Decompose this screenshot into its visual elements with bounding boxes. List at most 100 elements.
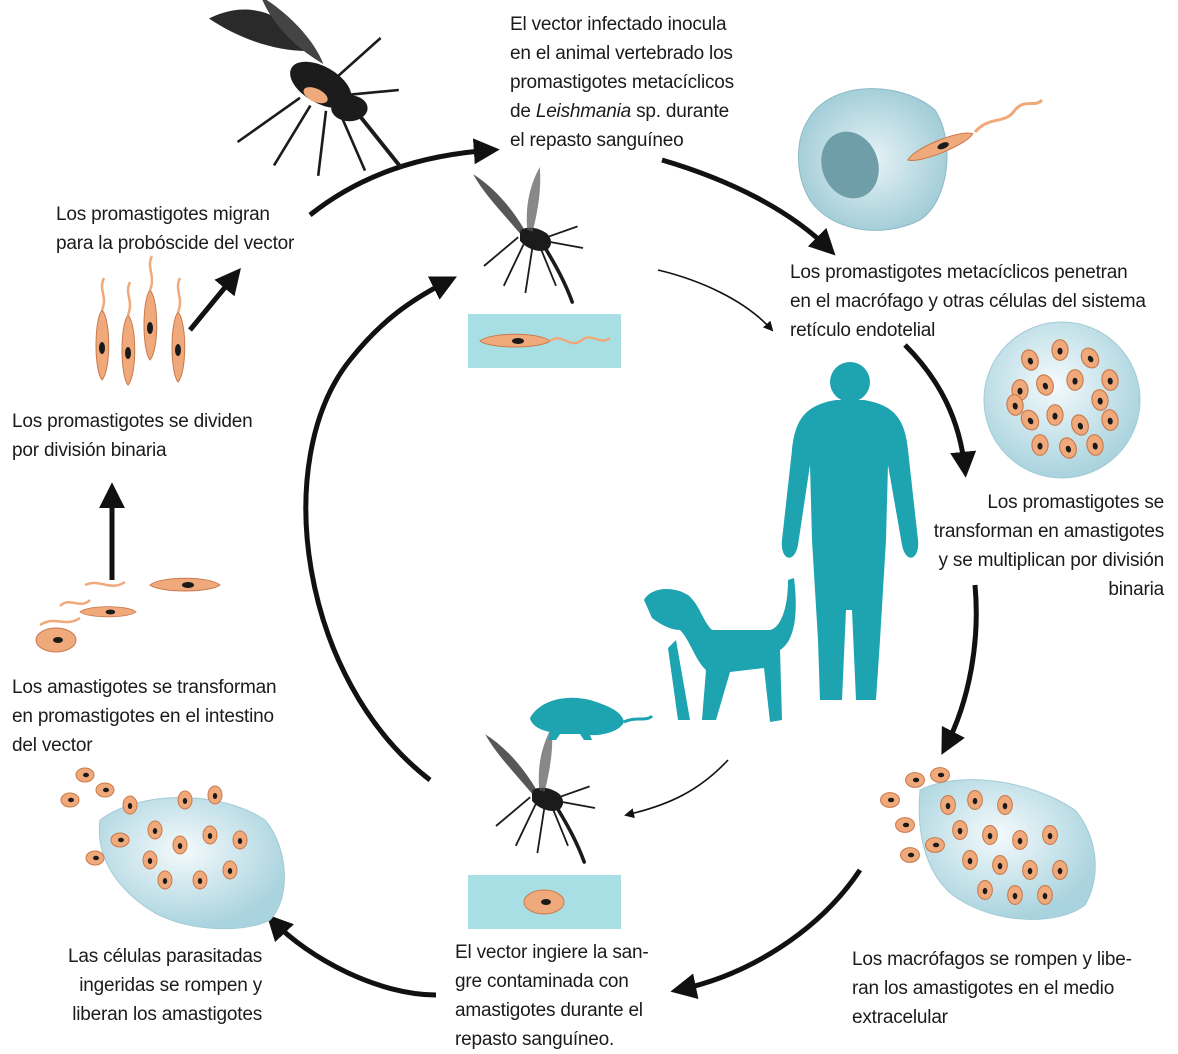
amastigote-mark	[172, 835, 188, 855]
arrow-to-cells-rupture	[266, 914, 437, 998]
caption-line: amastigotes durante el	[455, 1000, 643, 1021]
caption-line: retículo endotelial	[790, 320, 936, 341]
dividing-promastigotes-illustration	[95, 255, 186, 386]
caption-line: binaria	[1108, 579, 1164, 600]
amastigote-mark	[997, 795, 1013, 815]
caption-macrophages-rupture: Los macrófagos se rompen y libe- ran los…	[852, 945, 1132, 1032]
amastigote-mark	[962, 850, 978, 870]
caption-amastigotes-transform: Los amastigotes se transforman en promas…	[12, 673, 277, 760]
arrow-to-migration	[188, 267, 241, 332]
arrow-inner-cycle	[303, 276, 457, 782]
human-silhouette	[781, 362, 919, 700]
caption-transform-amastigotes: Los promastigotes se transforman en amas…	[933, 488, 1165, 604]
caption-fragment: sp. durante	[631, 101, 729, 122]
amastigote-mark	[95, 782, 115, 798]
amastigote-mark	[177, 790, 193, 810]
caption-penetrate-macrophage: Los promastigotes metacíclicos penetran …	[790, 258, 1146, 345]
caption-line: extracelular	[852, 1007, 948, 1028]
rodent-silhouette	[530, 697, 654, 740]
arrow-to-rupture	[941, 584, 979, 755]
caption-line: en el macrófago y otras células del sist…	[790, 291, 1146, 312]
rupturing-macrophage-illustration	[880, 767, 1096, 920]
amastigote-mark	[895, 817, 915, 833]
amastigote-mark	[952, 820, 968, 840]
caption-line: Los promastigotes migran	[56, 204, 270, 225]
amastigote-mark	[940, 795, 956, 815]
caption-line: Los promastigotes se	[987, 492, 1164, 513]
amastigote-mark	[905, 772, 925, 788]
caption-vector-ingests: El vector ingiere la san- gre contaminad…	[455, 938, 649, 1054]
amastigote-mark	[222, 860, 238, 880]
caption-line: y se multiplican por división	[938, 550, 1165, 571]
caption-genus-italic: Leishmania	[535, 101, 631, 122]
dog-silhouette	[644, 578, 796, 722]
amastigote-mark	[1052, 860, 1068, 880]
infected-cell-illustration	[983, 321, 1141, 479]
caption-line: ran los amastigotes en el medio	[852, 978, 1115, 999]
amastigote-mark	[930, 767, 950, 783]
amastigote-mark	[880, 792, 900, 808]
arrow-to-macrophage	[661, 157, 836, 256]
caption-line: Los promastigotes se dividen	[12, 411, 253, 432]
amastigote-mark	[202, 825, 218, 845]
caption-line: gre contaminada con	[455, 971, 629, 992]
caption-line: repasto sanguíneo.	[455, 1029, 615, 1050]
amastigote-mark	[122, 795, 138, 815]
amastigote-mark	[1012, 830, 1028, 850]
amastigote-mark	[967, 790, 983, 810]
amastigote-mark	[1042, 825, 1058, 845]
caption-line: transforman en amastigotes	[933, 521, 1165, 542]
amastigote-mark	[110, 832, 130, 848]
arrow-to-transformation	[903, 343, 977, 478]
amastigote-mark	[142, 850, 158, 870]
amastigote-mark	[1037, 885, 1053, 905]
amastigote-mark	[1066, 369, 1084, 391]
amastigote-mark	[192, 870, 208, 890]
amastigote-mark	[157, 870, 173, 890]
promastigote-smear-top	[479, 333, 551, 348]
caption-line: ingeridas se rompen y	[79, 975, 262, 996]
arrow-to-inoculation	[308, 138, 500, 217]
amastigote-mark	[60, 792, 80, 808]
amastigote-mark	[1046, 404, 1064, 426]
caption-line: Los macrófagos se rompen y libe-	[852, 949, 1132, 970]
amastigote-mark	[85, 850, 105, 866]
amastigote-mark	[147, 820, 163, 840]
transforming-parasites-illustration	[35, 577, 221, 653]
ingested-cells-illustration	[60, 767, 285, 930]
caption-line: de Leishmania sp. durante	[510, 97, 734, 126]
amastigote-mark	[1031, 434, 1049, 456]
caption-line: El vector infectado inocula	[510, 14, 727, 35]
amastigote-mark	[992, 855, 1008, 875]
arrow-thin-to-host	[657, 269, 774, 332]
caption-line: promastigotes metacíclicos	[510, 72, 734, 93]
caption-vector-inoculates: El vector infectado inocula en el animal…	[510, 10, 734, 155]
mosquito-small-top	[471, 165, 585, 304]
caption-line: liberan los amastigotes	[72, 1004, 262, 1025]
mosquito-small-bottom	[483, 725, 597, 864]
caption-line: El vector ingiere la san-	[455, 942, 649, 963]
amastigote-mark	[232, 830, 248, 850]
caption-cells-rupture: Las células parasitadas ingeridas se rom…	[40, 942, 262, 1029]
caption-promastigotes-divide: Los promastigotes se dividen por divisió…	[12, 407, 253, 465]
caption-line: en promastigotes en el intestino	[12, 706, 274, 727]
caption-line: en el animal vertebrado los	[510, 43, 733, 64]
amastigote-mark	[207, 785, 223, 805]
caption-line: Los promastigotes metacíclicos penetran	[790, 262, 1128, 283]
amastigote-mark	[925, 837, 945, 853]
macrophage-entry-illustration	[798, 88, 1044, 231]
caption-promastigotes-migrate: Los promastigotes migran para la probósc…	[56, 200, 294, 258]
caption-line: del vector	[12, 735, 93, 756]
caption-fragment: de	[510, 101, 536, 122]
caption-line: el repasto sanguíneo	[510, 130, 684, 151]
arrow-to-vector-ingestion	[670, 868, 863, 1000]
caption-line: para la probóscide del vector	[56, 233, 295, 254]
amastigote-mark	[900, 847, 920, 863]
amastigote-mark	[1007, 885, 1023, 905]
amastigote-mark	[1022, 860, 1038, 880]
amastigote-mark	[977, 880, 993, 900]
amastigote-mark	[982, 825, 998, 845]
amastigote-mark	[75, 767, 95, 783]
